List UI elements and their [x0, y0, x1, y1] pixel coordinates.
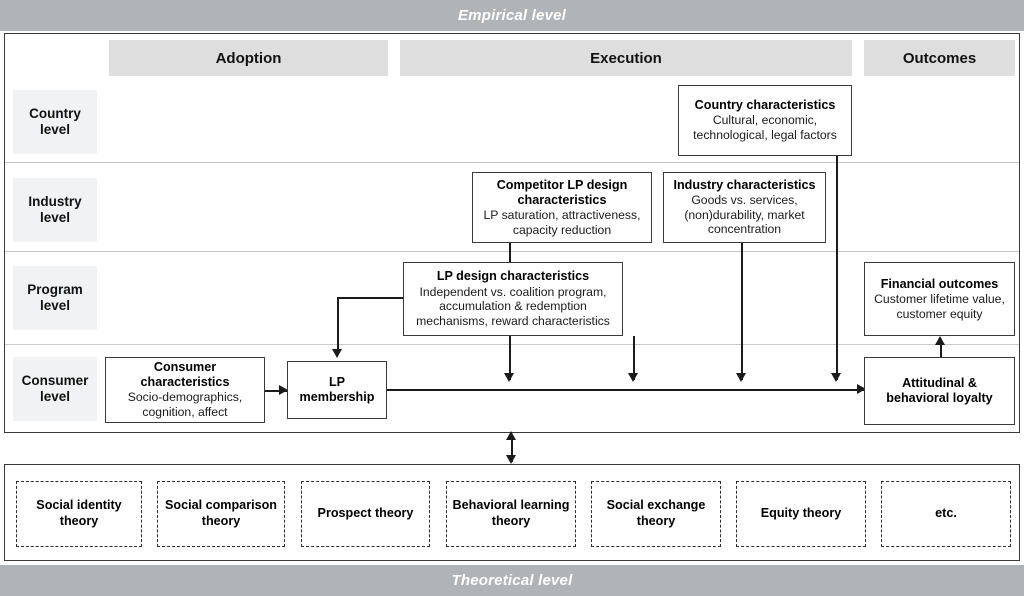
arrowhead-consumer-to-membership	[279, 385, 288, 395]
empirical-level-banner: Empirical level	[0, 0, 1024, 31]
row-label-industry-line1: Industry level	[28, 193, 82, 225]
box-consumer-characteristics-subtitle: Socio-demographics, cognition, affect	[127, 390, 243, 420]
arrowhead-lpdesign-to-loyalty	[628, 373, 638, 382]
connector-loyalty-to-financial	[940, 339, 942, 361]
arrowhead-industry-to-loyalty	[736, 373, 746, 382]
arrowhead-loyalty-to-financial	[935, 336, 945, 345]
column-header-execution: Execution	[400, 40, 852, 76]
connector-lpdesign-to-loyalty	[633, 336, 635, 380]
row-label-country: Country level	[13, 90, 97, 154]
box-competitor-lp-design: Competitor LP design characteristics LP …	[472, 172, 652, 243]
arrowhead-lpdesign-to-membership	[332, 349, 342, 358]
connector-industry-to-loyalty	[741, 243, 743, 380]
arrowhead-empirical-up	[506, 431, 516, 440]
theory-box-etc: etc.	[881, 481, 1011, 547]
arrowhead-theoretical-down	[506, 455, 516, 464]
column-header-outcomes: Outcomes	[864, 40, 1015, 76]
box-lp-design-characteristics-title: LP design characteristics	[436, 269, 590, 284]
theory-box-prospect: Prospect theory	[301, 481, 430, 547]
box-lp-membership-title: LP membership	[299, 374, 375, 404]
row-divider-program-consumer	[5, 344, 1019, 345]
row-label-industry: Industry level	[13, 178, 97, 242]
arrowhead-membership-to-loyalty	[857, 384, 866, 394]
row-label-program-line1: Program level	[27, 281, 83, 313]
box-industry-characteristics: Industry characteristics Goods vs. servi…	[663, 172, 826, 243]
row-divider-industry-program	[5, 251, 1019, 252]
box-lp-membership: LP membership	[287, 361, 387, 419]
box-country-characteristics: Country characteristics Cultural, econom…	[678, 85, 852, 156]
box-financial-outcomes-subtitle: Customer lifetime value, customer equity	[874, 291, 1005, 321]
box-industry-characteristics-subtitle: Goods vs. services, (non)durability, mar…	[684, 193, 805, 237]
box-competitor-lp-design-subtitle: LP saturation, attractiveness, capacity …	[483, 207, 641, 237]
theory-box-behavioral-learning: Behavioral learning theory	[446, 481, 576, 547]
arrowhead-country-to-loyalty	[831, 373, 841, 382]
box-country-characteristics-subtitle: Cultural, economic, technological, legal…	[693, 113, 837, 143]
box-loyalty-title: Attitudinal & behavioral loyalty	[886, 375, 993, 405]
theory-box-social-comparison: Social comparison theory	[157, 481, 285, 547]
row-label-program: Program level	[13, 266, 97, 330]
theory-box-social-exchange: Social exchange theory	[591, 481, 721, 547]
row-divider-country-industry	[5, 162, 1019, 163]
box-country-characteristics-title: Country characteristics	[694, 98, 836, 113]
box-consumer-characteristics-title: Consumer characteristics	[140, 360, 230, 390]
connector-lpdesign-down-to-membership	[337, 297, 339, 351]
box-lp-design-characteristics: LP design characteristics Independent vs…	[403, 262, 623, 336]
box-industry-characteristics-title: Industry characteristics	[673, 177, 816, 192]
connector-empirical-theoretical	[511, 436, 513, 462]
connector-consumer-to-membership	[265, 390, 287, 392]
box-financial-outcomes-title: Financial outcomes	[880, 276, 999, 291]
arrowhead-competitor-to-loyalty	[504, 373, 514, 382]
row-label-consumer: Consumer level	[13, 357, 97, 421]
box-competitor-lp-design-title: Competitor LP design characteristics	[496, 177, 628, 207]
row-label-country-line1: Country level	[29, 105, 81, 137]
connector-membership-to-loyalty	[387, 389, 866, 391]
box-consumer-characteristics: Consumer characteristics Socio-demograph…	[105, 357, 265, 423]
box-financial-outcomes: Financial outcomes Customer lifetime val…	[864, 262, 1015, 336]
column-header-adoption: Adoption	[109, 40, 388, 76]
theory-box-social-identity: Social identity theory	[16, 481, 142, 547]
theoretical-level-banner: Theoretical level	[0, 565, 1024, 596]
box-loyalty: Attitudinal & behavioral loyalty	[864, 357, 1015, 425]
connector-lpdesign-left	[337, 297, 403, 299]
theory-box-equity: Equity theory	[736, 481, 866, 547]
box-lp-design-characteristics-subtitle: Independent vs. coalition program, accum…	[416, 284, 610, 328]
row-label-consumer-line1: Consumer level	[21, 372, 89, 404]
connector-country-to-loyalty	[836, 155, 838, 380]
